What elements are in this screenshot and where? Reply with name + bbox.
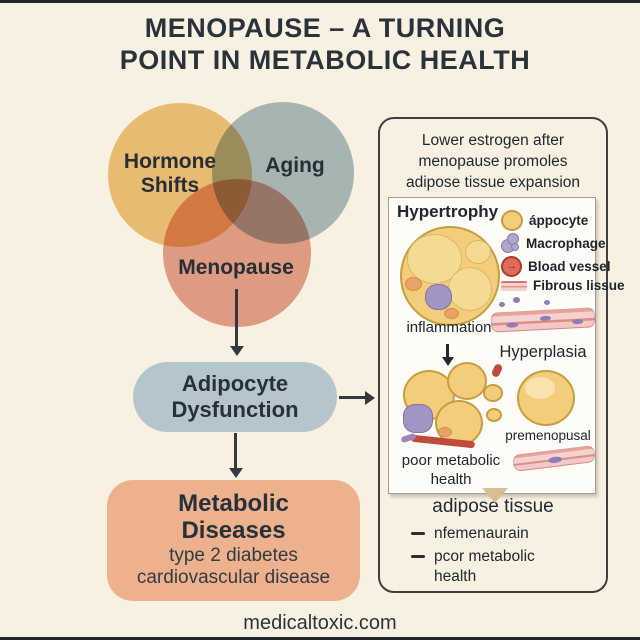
venn-label-hormone-shifts: Hormone Shifts xyxy=(123,150,217,197)
adipose-tissue-title: adipose tissue xyxy=(432,496,554,517)
callout-pointer-triangle-icon xyxy=(482,488,508,503)
cluster-adipocyte xyxy=(483,384,503,402)
list-item: nfemenaurain xyxy=(411,524,554,544)
macrophage-icon xyxy=(501,233,520,253)
legend-label-macrophage: Macrophage xyxy=(526,235,606,251)
legend-row-adipocyte: áppocyte xyxy=(501,210,588,231)
blood-vessel-arrow-glyph: → xyxy=(506,261,517,272)
metabolic-box-line-2: Diseases xyxy=(181,516,286,544)
blood-vessel-icon: → xyxy=(501,256,522,277)
title-line-1: MENOPAUSE – A TURNING xyxy=(144,13,506,43)
adipocyte-dysfunction-box: Adipocyte Dysfunction xyxy=(133,362,337,432)
bullet-text: pcor metabolic health xyxy=(434,548,535,586)
metabolic-diseases-box: Metabolic Diseases type 2 diabetes cardi… xyxy=(107,480,360,601)
adipose-diagram-box: Hypertrophy áppocyte Macrophage → xyxy=(388,197,625,494)
cluster-adipocyte xyxy=(447,362,487,400)
metabolic-box-line-1: Metabolic xyxy=(178,490,289,517)
hypertrophy-label: Hypertrophy xyxy=(397,202,499,221)
hyperplasia-label: Hyperplasia xyxy=(499,343,587,361)
metabolic-box-sub-1: type 2 diabetes xyxy=(169,544,298,566)
premenopausal-label: premenopusal xyxy=(505,428,591,443)
page-title: MENOPAUSE – A TURNING POINT IN METABOLIC… xyxy=(15,13,635,77)
bullet-dash-icon xyxy=(411,532,425,535)
top-border-bar xyxy=(0,0,640,3)
nucleus-dot xyxy=(499,302,505,307)
venn-label-aging: Aging xyxy=(265,154,325,177)
arrow-down-menopause-to-adipocyte-icon xyxy=(235,289,238,347)
arrow-right-adipocyte-to-panel-icon xyxy=(339,396,366,399)
cluster-adipocyte xyxy=(486,408,502,422)
inflammation-dot xyxy=(405,277,422,291)
fibrous-tissue-band-lower xyxy=(512,445,596,472)
bullet-dash-icon xyxy=(411,555,425,559)
cluster-macrophage-icon xyxy=(403,404,433,433)
nucleus-dot xyxy=(513,297,520,303)
bullet-text: nfemenaurain xyxy=(434,525,529,542)
list-item: pcor metabolic health xyxy=(411,547,554,587)
arrow-down-inflammation-icon xyxy=(446,344,449,357)
adipocyte-lobe xyxy=(465,240,491,264)
adipose-tissue-panel: Lower estrogen after menopause promoles … xyxy=(378,117,625,593)
venn-label-menopause: Menopause xyxy=(178,256,294,279)
panel-intro-line-3: adipose tissue expansion xyxy=(405,173,581,191)
adipocyte-lobe xyxy=(448,267,492,311)
panel-intro-text: Lower estrogen after menopause promoles … xyxy=(380,131,606,193)
legend-label-adipocyte: áppocyte xyxy=(529,213,589,228)
title-line-2: POINT IN METABOLIC HEALTH xyxy=(119,44,531,75)
inflammation-dot xyxy=(438,427,452,437)
inflammation-dot xyxy=(444,308,459,319)
adipocyte-cluster xyxy=(400,360,509,456)
panel-intro-line-2: menopause promoles xyxy=(418,152,568,170)
legend-row-fibrous-tissue: Fibrous lissue xyxy=(501,278,625,293)
adipocyte-box-line-1: Adipocyte xyxy=(181,370,289,396)
legend-row-blood-vessel: → Bload vessel xyxy=(501,256,611,277)
poor-metabolic-health-label: poor metabolic health xyxy=(401,452,501,489)
premenopausal-adipocyte-cell xyxy=(517,370,575,426)
adipocyte-icon xyxy=(501,210,523,231)
fibrous-tissue-icon xyxy=(501,280,527,291)
adipose-bullet-list: nfemenaurain pcor metabolic health xyxy=(411,524,554,587)
panel-intro-line-1: Lower estrogen after xyxy=(421,132,565,149)
adipocyte-box-line-2: Dysfunction xyxy=(171,397,299,422)
blood-vessel-fragment xyxy=(490,362,504,379)
hypertrophy-adipocyte-cell xyxy=(400,226,500,326)
website-url: medicaltoxic.com xyxy=(243,612,397,634)
legend-row-macrophage: Macrophage xyxy=(501,233,606,253)
legend-label-blood-vessel: Bload vessel xyxy=(528,259,611,274)
nucleus-dot xyxy=(544,300,550,305)
bottom-border-bar xyxy=(0,637,640,640)
legend-label-fibrous-tissue: Fibrous lissue xyxy=(533,278,625,293)
metabolic-box-sub-2: cardiovascular disease xyxy=(136,567,331,589)
arrow-down-adipocyte-to-metabolic-icon xyxy=(234,433,237,469)
macrophage-in-cell-icon xyxy=(425,284,452,310)
inflammation-label: inflammation xyxy=(406,319,492,336)
